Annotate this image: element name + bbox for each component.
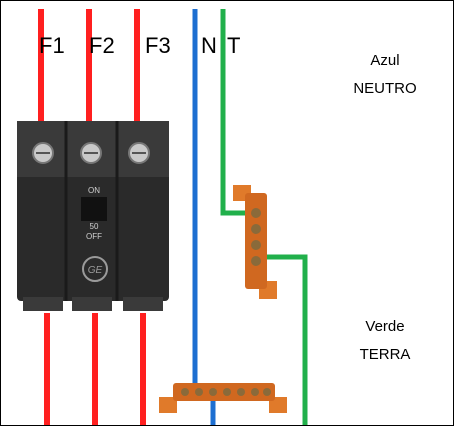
label-earth: T: [227, 33, 240, 58]
legend-neutral-color: Azul: [370, 52, 399, 69]
screw-icon: [263, 388, 271, 396]
label-phase-1: F1: [39, 33, 65, 58]
breaker-on-label: ON: [88, 186, 100, 195]
phase-wires-bottom: [44, 313, 146, 425]
label-phase-3: F3: [145, 33, 171, 58]
legend-earth-name: TERRA: [360, 346, 411, 363]
earth-wire-out: [253, 254, 308, 425]
label-neutral: N: [201, 33, 217, 58]
screw-icon: [251, 388, 259, 396]
breaker-bottom-lug: [123, 297, 163, 311]
screw-icon: [251, 256, 261, 266]
label-phase-2: F2: [89, 33, 115, 58]
breaker-bottom-lug: [72, 297, 112, 311]
legend-neutral-name: NEUTRO: [353, 80, 416, 97]
screw-icon: [128, 142, 150, 164]
phase-wires-top: [38, 9, 140, 143]
screw-icon: [237, 388, 245, 396]
screw-icon: [223, 388, 231, 396]
breaker-handle: [81, 197, 107, 221]
screw-icon: [251, 224, 261, 234]
terminal-block-mount: [159, 397, 177, 413]
breaker-off-label: OFF: [86, 232, 102, 241]
legend-earth-color: Verde: [365, 318, 404, 335]
screw-icon: [195, 388, 203, 396]
neutral-terminal-block: [159, 383, 287, 413]
screw-icon: [209, 388, 217, 396]
breaker-rating-label: 50: [90, 222, 99, 231]
terminal-block-mount: [269, 397, 287, 413]
earth-wire-in: [220, 9, 253, 216]
wire-labels: F1 F2 F3 N T: [39, 33, 240, 58]
svg-text:GE: GE: [88, 265, 103, 276]
screw-icon: [251, 240, 261, 250]
color-legend: Azul NEUTRO Verde TERRA: [353, 52, 416, 363]
screw-icon: [80, 142, 102, 164]
screw-icon: [251, 208, 261, 218]
circuit-breaker: ON 50 OFF GE: [17, 121, 169, 311]
earth-terminal-block: [233, 185, 277, 299]
breaker-bottom-lug: [23, 297, 63, 311]
screw-icon: [181, 388, 189, 396]
brand-logo: GE: [82, 256, 108, 282]
screw-icon: [32, 142, 54, 164]
